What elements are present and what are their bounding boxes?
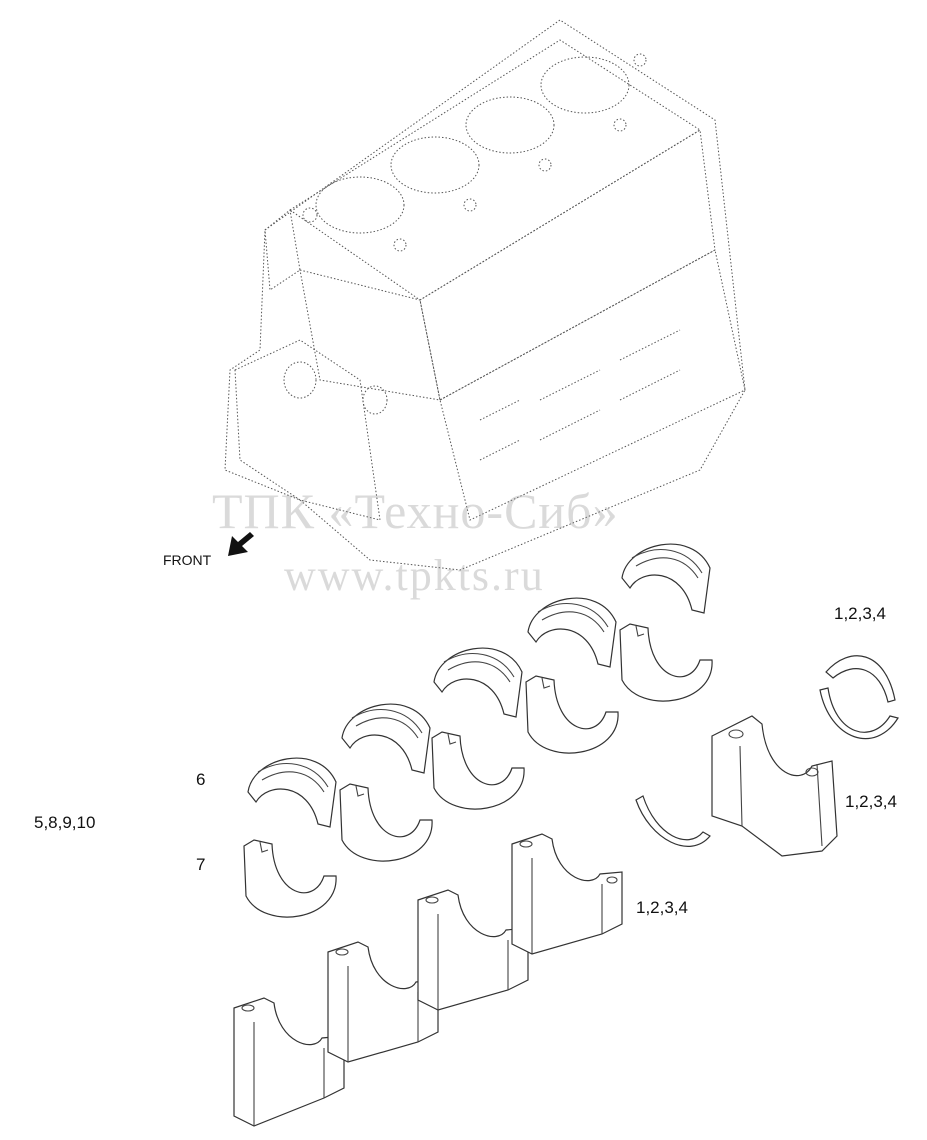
lower-shell-label: 7 <box>196 855 206 874</box>
upper-shell <box>341 703 431 774</box>
upper-shell <box>247 757 337 828</box>
thrust-washers <box>635 655 899 847</box>
watermark-company: ТПК «Техно-Сиб» <box>212 483 619 539</box>
thrust-bearing-cap <box>711 715 838 857</box>
upper-shell <box>433 647 523 718</box>
upper-shell <box>527 597 617 668</box>
upper-shell <box>621 543 711 614</box>
lower-shell <box>339 783 433 862</box>
upper-bearing-shells <box>247 543 711 828</box>
lower-shell <box>525 675 619 754</box>
arrow-down-left-icon <box>228 532 254 556</box>
engine-block <box>224 19 746 571</box>
thrust-washer-lower-label: 1,2,3,4 <box>636 898 688 917</box>
thrust-block-label: 1,2,3,4 <box>845 792 897 811</box>
thrust-washer-single <box>635 795 711 847</box>
thrust-washers-label: 1,2,3,4 <box>834 604 886 623</box>
front-label: FRONT <box>163 552 212 568</box>
lower-shell <box>619 623 713 702</box>
watermark-url: www.tpkts.ru <box>284 551 545 600</box>
bearing-cap <box>233 997 345 1127</box>
bearing-cap <box>511 833 623 955</box>
lower-shell <box>243 839 337 918</box>
main-bearing-caps <box>233 833 623 1127</box>
lower-bearing-shells <box>243 623 713 918</box>
upper-shell-label: 6 <box>196 770 206 789</box>
thrust-washer-lower <box>819 687 899 739</box>
group-label: 5,8,9,10 <box>34 813 96 832</box>
lower-shell <box>431 731 525 810</box>
thrust-washer-upper <box>825 655 896 703</box>
